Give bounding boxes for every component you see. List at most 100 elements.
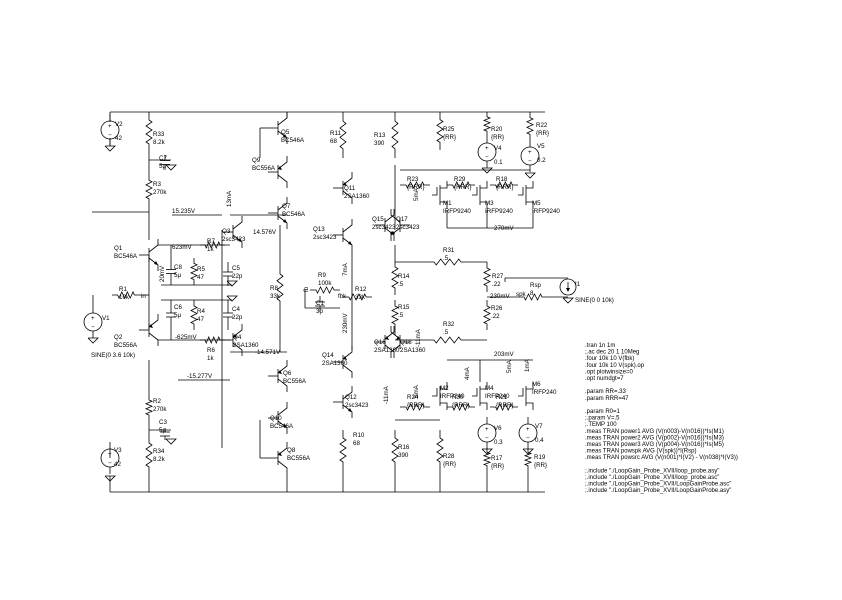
q18-value-label: 2SA1360 <box>400 347 426 354</box>
mosfet-m4 <box>472 382 488 410</box>
node-623mv-label: 623mV <box>172 244 192 251</box>
r26-value-label: .22 <box>491 313 500 320</box>
ground-symbol <box>524 172 536 179</box>
resistor-r16 <box>391 430 399 470</box>
resistor-r28 <box>436 430 444 470</box>
node-5ma-a-label: 5mA <box>413 187 420 201</box>
r34-value-label: 8.2k <box>153 456 166 463</box>
spice-directive-line: .param R0=1 <box>585 409 621 415</box>
q5-ref-label: Q5 <box>281 129 290 136</box>
transistor-q8 <box>268 442 288 474</box>
r5-ref-label: R5 <box>197 266 205 273</box>
v5-value-label: 0.2 <box>537 157 546 164</box>
q16-ref-label: Q16 <box>374 339 386 346</box>
resistor-r24 <box>400 403 430 411</box>
resistor-r30 <box>447 403 475 411</box>
spice-directive-line: ;.ac dec 20 1 10Meg <box>585 350 639 356</box>
svg-text:−: − <box>108 132 112 139</box>
m4-ref-label: M4 <box>485 385 494 392</box>
node-15235v-label: 15.235V <box>172 208 196 215</box>
ground-symbol <box>87 337 99 344</box>
r17-value-label: {RR} <box>491 463 504 470</box>
resistor-r14 <box>391 260 399 295</box>
m2-ref-label: M2 <box>440 385 449 392</box>
svg-text:+: + <box>485 426 489 433</box>
r10-value-label: 68 <box>353 440 360 447</box>
v7-value-label: 0.4 <box>535 437 544 444</box>
q10-ref-label: Q10 <box>270 415 282 422</box>
r13-ref-label: R13 <box>374 132 386 139</box>
r4-ref-label: R4 <box>197 308 205 315</box>
source-v7: +− <box>518 417 538 449</box>
node-in-label: in <box>141 293 146 300</box>
source-v4: +− <box>477 136 497 168</box>
q13-ref-label: Q13 <box>313 226 325 233</box>
q9-ref-label: Q9 <box>252 157 261 164</box>
r17-ref-label: R17 <box>491 455 503 462</box>
r27-ref-label: R27 <box>492 273 504 280</box>
r8-ref-label: R8 <box>270 285 278 292</box>
v6-ref-label: V6 <box>494 425 502 432</box>
spice-directive-line: .meas TRAN powspk AVG (V(spk))*I(Rsp) <box>585 449 696 455</box>
svg-text:−: − <box>485 154 489 161</box>
svg-text:+: + <box>528 149 532 156</box>
resistor-r19 <box>523 448 533 470</box>
svg-text:−: − <box>526 435 530 442</box>
r10-ref-label: R10 <box>353 432 365 439</box>
spice-directive-line: ;.include "./LoopGain_Probe_XVII/LoopGai… <box>585 482 731 488</box>
transistor-q6 <box>268 360 288 392</box>
q14-ref-label: Q14 <box>322 352 334 359</box>
source-v1: +− <box>83 306 103 338</box>
svg-text:−: − <box>485 435 489 442</box>
r11-ref-label: R11 <box>330 130 341 137</box>
transistor-q9 <box>268 156 288 188</box>
ground-symbol <box>104 475 116 482</box>
node-5ma-c-label: 5mA <box>506 359 513 373</box>
rsp-value-label: 8 <box>530 290 534 297</box>
r6-value-label: 1k <box>207 355 214 362</box>
node-203mv-label: 203mV <box>494 351 514 358</box>
node-14576v-label: 14.576V <box>253 229 277 236</box>
node-13ma-label: 13mA <box>226 190 233 207</box>
spice-directive-line: .meas TRAN power3 AVG (V(p004)-V(n016))*… <box>585 442 724 448</box>
r19-value-label: {RR} <box>534 462 547 469</box>
r1-value-label: 10k <box>119 294 130 301</box>
resistor-rsp <box>518 293 548 301</box>
resistor-r9 <box>310 286 340 294</box>
spice-directive-line: .meas TRAN power2 AVG (V(p002)-V(n016))*… <box>585 435 724 441</box>
r15-ref-label: R15 <box>398 304 410 311</box>
v2-value-label: 42 <box>115 135 122 142</box>
mosfet-m5 <box>518 181 534 209</box>
r29-value-label: {RRR} <box>454 184 472 191</box>
spice-directive-line: .opt numdgt=7 <box>585 376 624 382</box>
r21-ref-label: R21 <box>496 394 508 401</box>
capacitor-c7 <box>160 155 170 170</box>
c3-value-label: 5µ <box>159 427 166 434</box>
r18-value-label: {RRR} <box>496 184 514 191</box>
q8-value-label: BC556A <box>287 455 311 462</box>
c1-value-label: 3p <box>316 308 323 315</box>
resistor-r6 <box>200 335 225 345</box>
transistor-q13 <box>333 219 353 251</box>
spice-directive-line: .meas TRAN powsrc AVG (V(n001)*I(V2) - V… <box>585 455 738 461</box>
node-fbk-label: fbk <box>338 293 347 300</box>
resistor-r22 <box>526 112 534 140</box>
ground-symbol <box>165 438 177 445</box>
transistor-q18 <box>390 326 410 358</box>
i1-value-label: SINE(0 0 10k) <box>575 297 614 304</box>
r29-ref-label: R29 <box>454 176 466 183</box>
capacitor-c6 <box>166 300 176 330</box>
node-15277v-label: -15.277V <box>187 373 213 380</box>
ground-symbol <box>104 145 116 152</box>
m4-value-label: IRFP240 <box>485 393 510 400</box>
transistor-q3 <box>223 216 243 248</box>
q6-value-label: BC556A <box>283 378 307 385</box>
r14-value-label: .5 <box>398 281 404 288</box>
q4-value-label: 2SA1360 <box>233 342 259 349</box>
capacitor-c5 <box>223 262 233 286</box>
q13-value-label: 2sc3423 <box>313 234 337 241</box>
c7-ref-label: C7 <box>159 155 167 162</box>
node-spk-label: spk <box>516 291 527 298</box>
